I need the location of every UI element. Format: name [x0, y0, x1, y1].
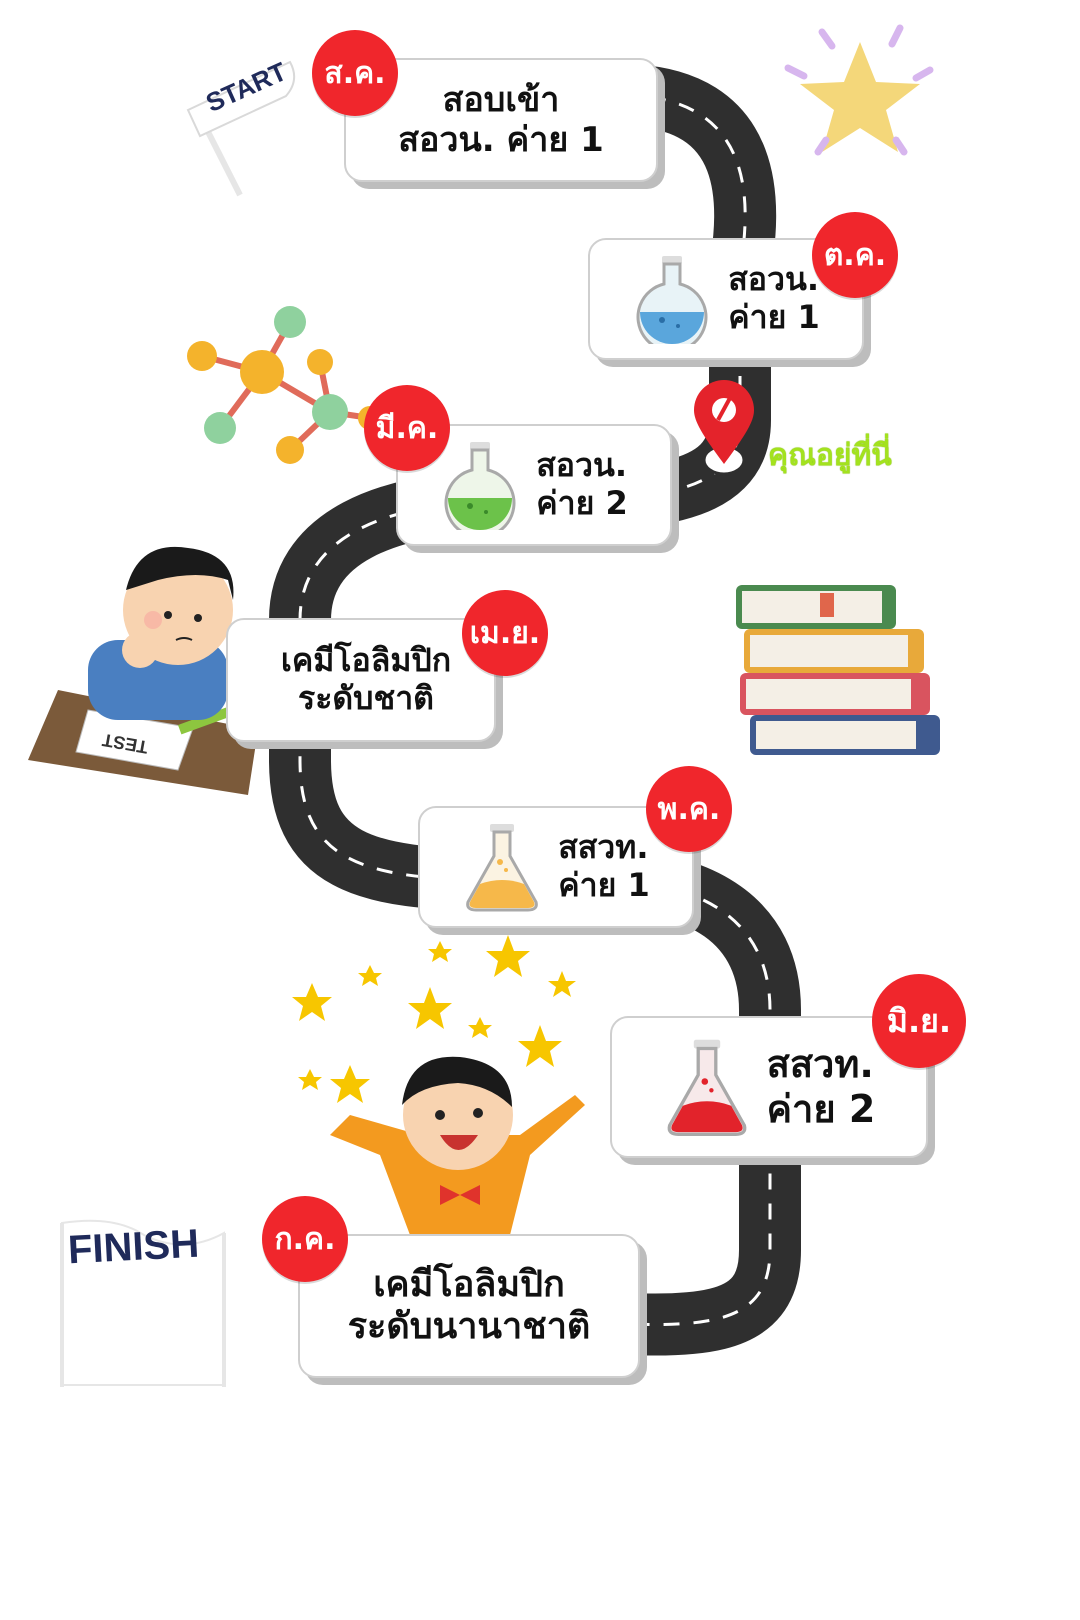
step-1-line1: สอบเข้า [442, 79, 560, 120]
step-7-line2: ระดับนานาชาติ [347, 1306, 591, 1347]
conical-flask-red-icon [667, 1039, 747, 1136]
step-5-line1: สสวท. [558, 828, 649, 867]
step-6-line2: ค่าย 2 [766, 1087, 876, 1131]
molecule-icon [187, 306, 382, 464]
step-1-line2: สอวน. ค่าย 1 [398, 120, 604, 160]
month-badge-4: เม.ย. [462, 590, 548, 676]
step-5-line2: ค่าย 1 [558, 866, 650, 904]
month-badge-3: มี.ค. [364, 385, 450, 471]
conical-flask-orange-icon [466, 824, 539, 912]
step-2-line2: ค่าย 1 [728, 298, 820, 336]
star-sparkle-icon [784, 24, 934, 156]
finish-flag-graphic [60, 1219, 226, 1387]
location-pin-icon [694, 380, 754, 476]
step-6-line1: สสวท. [766, 1042, 874, 1087]
step-card-4: เคมีโอลิมปิก ระดับชาติ [226, 618, 496, 742]
celebrating-kid-icon [292, 935, 585, 1235]
you-are-here-label: คุณอยู่ที่นี่ [768, 438, 892, 473]
round-flask-green-icon [444, 442, 516, 530]
start-flag: START [178, 40, 308, 200]
step-7-line1: เคมีโอลิมปิก [373, 1263, 565, 1305]
step-card-7: เคมีโอลิมปิก ระดับนานาชาติ [298, 1234, 640, 1378]
month-badge-6: มิ.ย. [872, 974, 966, 1068]
step-card-5: สสวท. ค่าย 1 [418, 806, 694, 928]
month-badge-2: ต.ค. [812, 212, 898, 298]
step-2-line1: สอวน. [728, 260, 819, 299]
books-stack-icon [736, 585, 940, 755]
month-badge-7: ก.ค. [262, 1196, 348, 1282]
month-badge-5: พ.ค. [646, 766, 732, 852]
step-4-line2: ระดับชาติ [298, 679, 434, 717]
step-3-line1: สอวน. [536, 446, 627, 485]
round-flask-blue-icon [636, 256, 708, 344]
student-taking-test-icon: TEST [28, 546, 258, 795]
step-3-line2: ค่าย 2 [536, 484, 628, 522]
finish-flag: FINISH [54, 1215, 234, 1390]
finish-label: FINISH [66, 1221, 201, 1273]
start-flag-graphic [186, 60, 296, 197]
step-4-line1: เคมีโอลิมปิก [280, 641, 452, 680]
month-badge-1: ส.ค. [312, 30, 398, 116]
